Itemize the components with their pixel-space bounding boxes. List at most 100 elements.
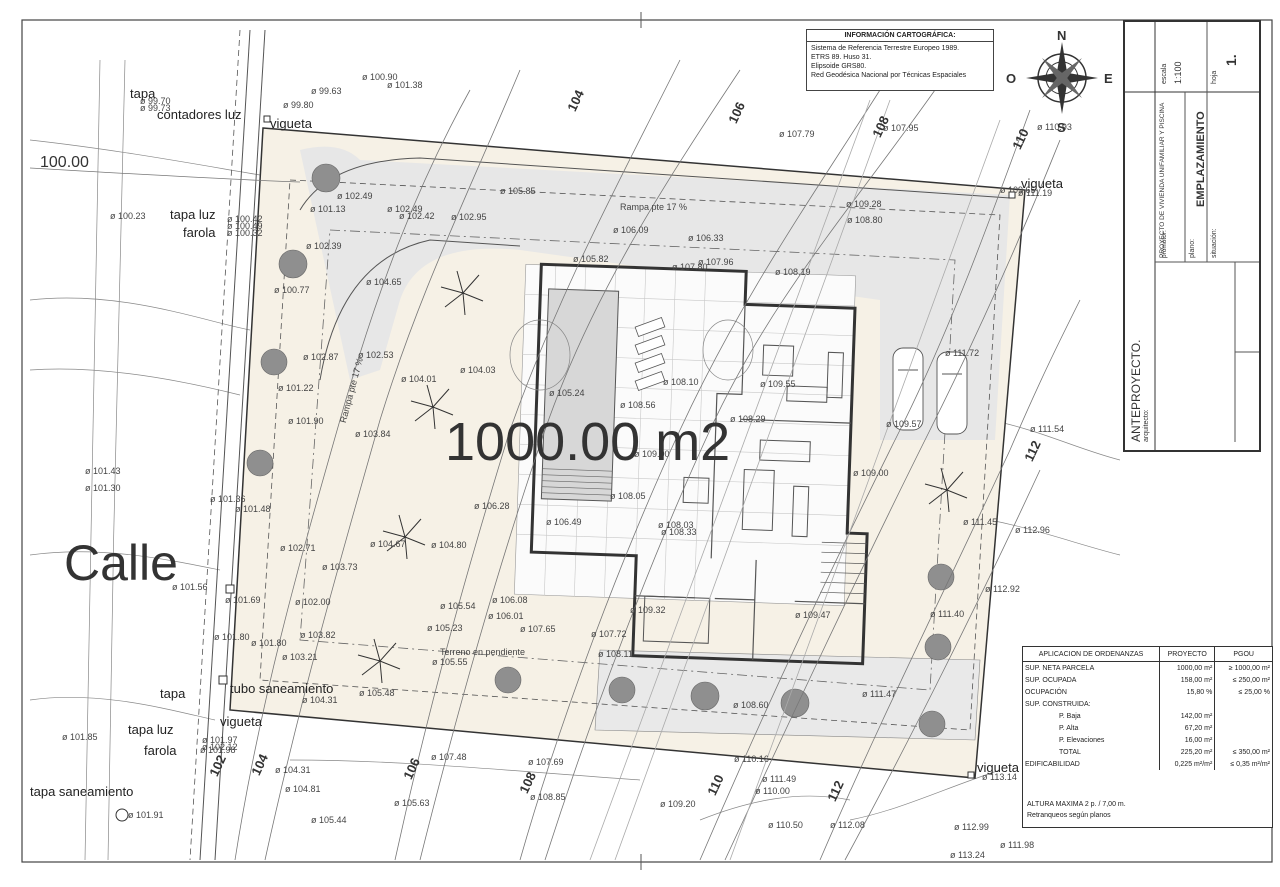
spot-elevation: ø 112.99 [954, 822, 989, 832]
label-tapa-saneamiento: tapa saneamiento [30, 784, 133, 799]
title-block-grid [1125, 22, 1259, 450]
svg-text:E: E [1104, 71, 1113, 86]
spot-elevation: ø 102.71 [280, 543, 316, 553]
contour-label: 102 [206, 753, 229, 779]
spot-elevation: ø 113.24 [950, 850, 985, 860]
spot-elevation: ø 105.54 [440, 601, 476, 611]
ordinances-row-label: SUP. OCUPADA [1023, 674, 1161, 686]
house-plan [529, 262, 869, 666]
spot-elevation: ø 106.01 [488, 611, 524, 621]
contour-label: 110 [1009, 126, 1031, 151]
spot-elevation: ø 105.23 [427, 623, 463, 633]
trees [246, 163, 955, 738]
spot-elevation: ø 108.11 [598, 649, 633, 659]
ordinances-row-label: P. Baja [1023, 710, 1161, 722]
ordinances-row-proyecto [1159, 698, 1216, 710]
spot-elevation: ø 102.95 [451, 212, 487, 222]
spot-elevation: ø 101.90 [288, 416, 324, 426]
spot-elevation: ø 105.44 [311, 815, 347, 825]
spot-elevation: ø 101.48 [235, 504, 271, 514]
spot-elevation: ø 104.80 [431, 540, 467, 550]
spot-elevation: ø 103.21 [282, 652, 318, 662]
spot-elevation: ø 100.49 [227, 221, 263, 231]
spot-elevation: ø 105.48 [359, 688, 395, 698]
ordinances-row-proyecto: 158,00 m² [1159, 674, 1216, 686]
escala-label: escala [1161, 63, 1168, 84]
spot-elevation: ø 107.95 [883, 123, 919, 133]
label-farola-top: farola [183, 225, 216, 240]
spot-elevation: ø 104.31 [302, 695, 338, 705]
spot-elevation: ø 108.85 [530, 792, 566, 802]
label-rampa: Rampa pte 17 % [620, 202, 687, 212]
spot-elevation: ø 111.72 [945, 348, 979, 358]
spot-elevation: ø 104.31 [275, 765, 311, 775]
compass-rose: N S E O [1006, 28, 1113, 135]
spot-elevation: ø 102.00 [295, 597, 331, 607]
spot-elevation: ø 101.80 [251, 638, 287, 648]
carto-line: ETRS 89. Huso 31. [811, 54, 872, 61]
spot-elevation: ø 108.03 [658, 520, 694, 530]
spot-elevation: ø 107.72 [591, 629, 627, 639]
ordinances-row-proyecto: 16,00 m² [1159, 734, 1216, 746]
spot-elevation: ø 105.63 [394, 798, 430, 808]
phase-text: ANTEPROYECTO. [1129, 339, 1143, 442]
label-vigueta-top: vigueta [270, 116, 313, 131]
spot-elevation: ø 100.23 [110, 211, 146, 221]
spot-elevation: ø 104.03 [460, 365, 496, 375]
spot-elevation: ø 112.92 [985, 584, 1020, 594]
ordinances-row-proyecto: 15,80 % [1159, 686, 1216, 698]
contour-label: 106 [725, 100, 748, 126]
spot-elevation: ø 104.67 [370, 539, 406, 549]
ordinances-row-label: EDIFICABILIDAD [1023, 758, 1161, 770]
spot-elevation: ø 102.39 [306, 241, 342, 251]
ordinances-row-label: SUP. NETA PARCELA [1023, 661, 1161, 674]
spot-elevation: ø 108.05 [610, 491, 646, 501]
spot-elevation: ø 112.96 [1015, 525, 1050, 535]
spot-elevation: ø 104.01 [401, 374, 437, 384]
spot-elevation: ø 108.19 [775, 267, 811, 277]
spot-elevation: ø 107.80 [672, 262, 708, 272]
spot-elevation: ø 108.10 [663, 377, 699, 387]
spot-elevation: ø 102.49 [337, 191, 373, 201]
spot-elevation: ø 110.00 [755, 786, 790, 796]
ordinances-row-label: SUP. CONSTRUIDA: [1023, 698, 1161, 710]
carto-line: Sistema de Referencia Terrestre Europeo … [811, 45, 960, 52]
spot-elevation: ø 103.84 [355, 429, 391, 439]
spot-elevation: ø 99.80 [283, 100, 314, 110]
spot-elevation: ø 104.65 [366, 277, 402, 287]
spot-elevation: ø 100.32 [227, 228, 263, 238]
label-tubo-saneamiento: tubo saneamiento [230, 681, 333, 696]
spot-elevation: ø 104.81 [285, 784, 321, 794]
label-tapa-bottom: tapa [160, 686, 186, 701]
spot-elevation: ø 100.77 [274, 285, 310, 295]
spot-elevation: ø 109.32 [630, 605, 666, 615]
utility-symbols [115, 115, 1016, 822]
spot-elevation: ø 109.65 [1000, 185, 1036, 195]
ordinances-footer: ALTURA MAXIMA 2 p. / 7,00 m. Retranqueos… [1027, 799, 1126, 821]
spot-elevation: ø 109.28 [846, 199, 882, 209]
svg-text:N: N [1057, 28, 1066, 43]
ordinances-row-pgou [1215, 698, 1272, 710]
ordinances-row-pgou [1215, 710, 1272, 722]
spot-elevation: ø 113.14 [982, 772, 1017, 782]
contour-label: 100.00 [40, 154, 89, 171]
spot-elevation: ø 101.80 [214, 632, 250, 642]
street-edges [189, 29, 266, 861]
spot-elevation: ø 109.00 [853, 468, 889, 478]
spot-elevation: ø 101.91 [128, 810, 164, 820]
spot-elevation: ø 101.85 [62, 732, 98, 742]
spot-elevation: ø 112.08 [830, 820, 865, 830]
street-label: Calle [64, 535, 178, 591]
area-label: 1000.00 m2 [445, 412, 730, 472]
spot-elevation: ø 106.08 [492, 595, 528, 605]
spot-elevation: ø 107.48 [431, 752, 467, 762]
hoja-value: 1. [1223, 54, 1239, 66]
label-terreno: Terreno en pendiente [440, 647, 525, 657]
spot-elevation: ø 109.47 [795, 610, 831, 620]
